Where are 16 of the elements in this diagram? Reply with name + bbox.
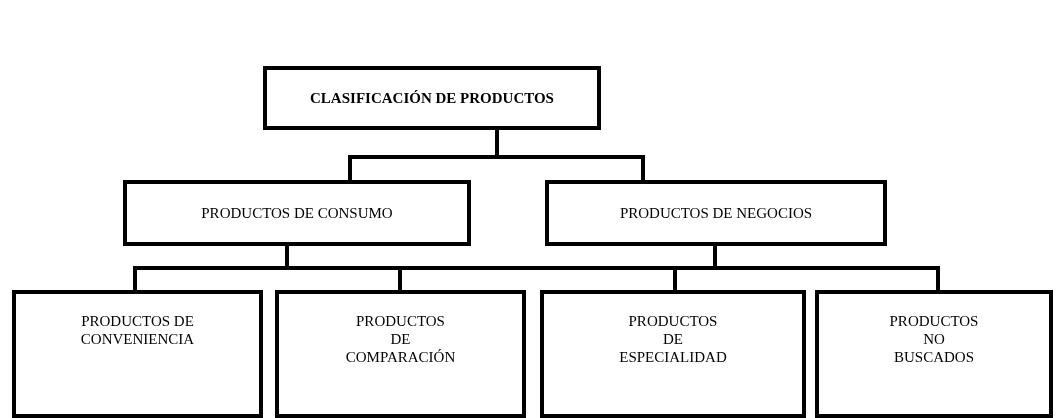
connector-line (495, 130, 645, 180)
node-label: PRODUCTOS DE CONVENIENCIA (80, 312, 195, 348)
node-label: PRODUCTOS DE ESPECIALIDAD (619, 312, 727, 366)
node-label: CLASIFICACIÓN DE PRODUCTOS (310, 89, 554, 107)
process-box (12, 290, 263, 418)
process-box (263, 66, 601, 130)
process-box (275, 290, 526, 418)
process-box (540, 290, 806, 418)
node-label: PRODUCTOS DE NEGOCIOS (619, 204, 813, 222)
connector-line (713, 246, 940, 290)
node-label: PRODUCTOS NO BUSCADOS (889, 312, 979, 366)
process-box (815, 290, 1053, 418)
process-box (545, 180, 887, 246)
node-label: PRODUCTOS DE COMPARACIÓN (345, 312, 456, 366)
node-label: PRODUCTOS DE CONSUMO (201, 204, 393, 222)
process-box (123, 180, 471, 246)
